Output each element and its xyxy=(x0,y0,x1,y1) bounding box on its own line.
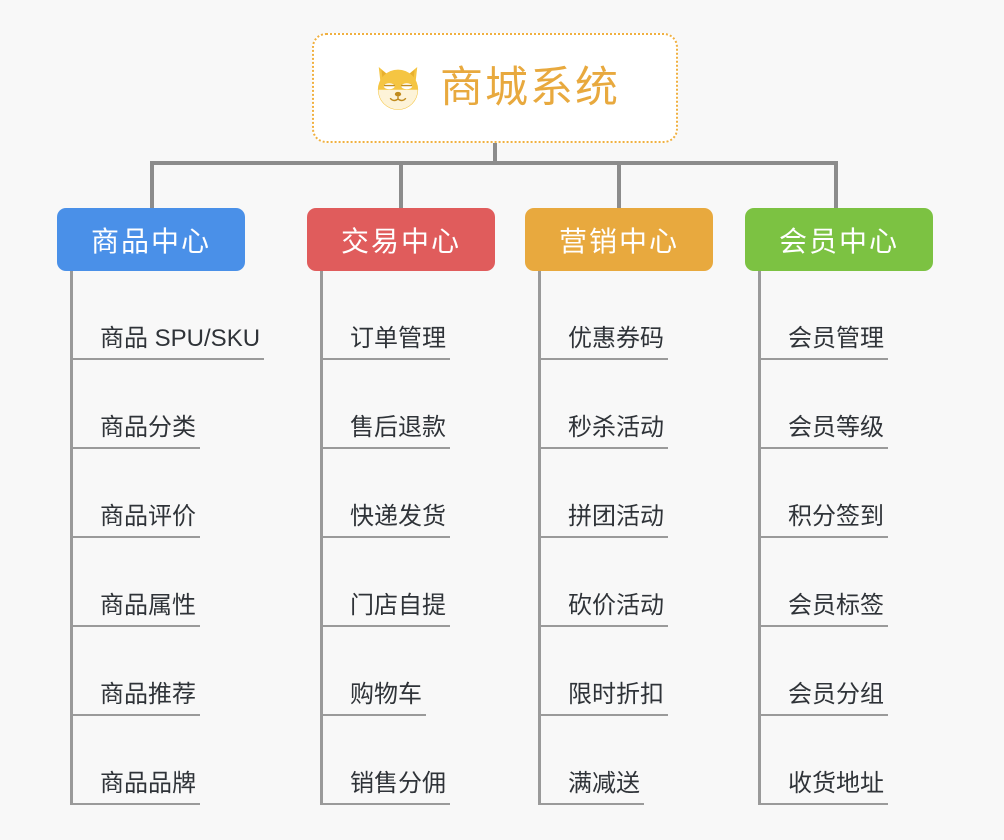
leaf-item-rule xyxy=(758,358,888,360)
leaf-item-label: 会员标签 xyxy=(788,592,884,620)
leaf-item[interactable]: 快递发货 xyxy=(307,449,495,538)
connector-drop-1 xyxy=(399,161,403,208)
leaf-item-rule xyxy=(538,536,668,538)
leaf-item[interactable]: 销售分佣 xyxy=(307,716,495,805)
branch-header-member[interactable]: 会员中心 xyxy=(745,208,933,271)
leaf-item-label: 商品 SPU/SKU xyxy=(100,325,261,353)
leaf-item[interactable]: 商品分类 xyxy=(57,360,245,449)
leaf-item[interactable]: 售后退款 xyxy=(307,360,495,449)
leaf-item[interactable]: 商品推荐 xyxy=(57,627,245,716)
leaf-item[interactable]: 购物车 xyxy=(307,627,495,716)
connector-drop-3 xyxy=(834,161,838,208)
leaf-item-rule xyxy=(758,803,888,805)
leaf-item[interactable]: 商品属性 xyxy=(57,538,245,627)
connector-drop-0 xyxy=(150,161,154,208)
leaf-item-label: 优惠券码 xyxy=(568,325,664,353)
leaf-item-rule xyxy=(758,536,888,538)
branch-trunk-line xyxy=(320,271,323,805)
leaf-item-label: 会员分组 xyxy=(788,681,884,709)
branch-body-marketing: 优惠券码秒杀活动拼团活动砍价活动限时折扣满减送 xyxy=(525,271,713,805)
branch-header-trade[interactable]: 交易中心 xyxy=(307,208,495,271)
leaf-item-label: 秒杀活动 xyxy=(568,414,664,442)
leaf-item-label: 商品分类 xyxy=(100,414,196,442)
leaf-item-rule xyxy=(538,358,668,360)
branch-header-product[interactable]: 商品中心 xyxy=(57,208,245,271)
branch-body-product: 商品 SPU/SKU 商品分类商品评价商品属性商品推荐商品品牌 xyxy=(57,271,264,805)
leaf-item-rule xyxy=(758,625,888,627)
leaf-item-rule xyxy=(320,714,426,716)
leaf-item-label: 销售分佣 xyxy=(350,770,446,798)
leaf-item-label: 收货地址 xyxy=(788,770,884,798)
leaf-item[interactable]: 商品 SPU/SKU xyxy=(57,271,264,360)
leaf-item-label: 订单管理 xyxy=(350,325,446,353)
leaf-item[interactable]: 会员等级 xyxy=(745,360,933,449)
branch-column-product: 商品中心 商品 SPU/SKU 商品分类商品评价商品属性商品推荐商品品牌 xyxy=(57,208,264,805)
leaf-item-rule xyxy=(320,536,450,538)
branch-body-member: 会员管理会员等级积分签到会员标签会员分组收货地址 xyxy=(745,271,933,805)
leaf-item-rule xyxy=(320,803,450,805)
leaf-item-rule xyxy=(320,358,450,360)
leaf-item-label: 会员管理 xyxy=(788,325,884,353)
leaf-item[interactable]: 门店自提 xyxy=(307,538,495,627)
leaf-item-label: 砍价活动 xyxy=(568,592,664,620)
leaf-item[interactable]: 会员管理 xyxy=(745,271,933,360)
branch-body-trade: 订单管理售后退款快递发货门店自提购物车销售分佣 xyxy=(307,271,495,805)
leaf-item[interactable]: 订单管理 xyxy=(307,271,495,360)
root-title: 商城系统 xyxy=(440,63,620,112)
leaf-item[interactable]: 积分签到 xyxy=(745,449,933,538)
leaf-item-label: 限时折扣 xyxy=(568,681,664,709)
leaf-item-rule xyxy=(70,714,200,716)
leaf-item[interactable]: 会员标签 xyxy=(745,538,933,627)
leaf-item[interactable]: 优惠券码 xyxy=(525,271,713,360)
leaf-item[interactable]: 会员分组 xyxy=(745,627,933,716)
branch-trunk-line xyxy=(70,271,73,805)
leaf-item-rule xyxy=(320,625,450,627)
branch-column-marketing: 营销中心 优惠券码秒杀活动拼团活动砍价活动限时折扣满减送 xyxy=(525,208,713,805)
leaf-item[interactable]: 商品评价 xyxy=(57,449,245,538)
leaf-item-rule xyxy=(758,714,888,716)
leaf-item-rule xyxy=(758,447,888,449)
leaf-item[interactable]: 商品品牌 xyxy=(57,716,245,805)
leaf-item[interactable]: 拼团活动 xyxy=(525,449,713,538)
leaf-item-label: 售后退款 xyxy=(350,414,446,442)
leaf-item-label: 商品推荐 xyxy=(100,681,196,709)
leaf-item-label: 门店自提 xyxy=(350,592,446,620)
leaf-item-rule xyxy=(538,803,644,805)
leaf-item[interactable]: 限时折扣 xyxy=(525,627,713,716)
leaf-item-label: 满减送 xyxy=(568,770,640,798)
leaf-item-rule xyxy=(70,358,264,360)
leaf-item[interactable]: 收货地址 xyxy=(745,716,933,805)
branch-header-marketing[interactable]: 营销中心 xyxy=(525,208,713,271)
leaf-item-label: 商品属性 xyxy=(100,592,196,620)
branch-column-trade: 交易中心 订单管理售后退款快递发货门店自提购物车销售分佣 xyxy=(307,208,495,805)
branch-trunk-line xyxy=(758,271,761,805)
branch-trunk-line xyxy=(538,271,541,805)
leaf-item-label: 拼团活动 xyxy=(568,503,664,531)
shiba-dog-face-icon xyxy=(377,67,419,110)
leaf-item-rule xyxy=(538,447,668,449)
leaf-item-label: 会员等级 xyxy=(788,414,884,442)
connector-root-stub xyxy=(493,143,497,165)
leaf-item-rule xyxy=(538,625,668,627)
leaf-item-rule xyxy=(70,447,200,449)
leaf-item-rule xyxy=(70,625,200,627)
leaf-item-label: 快递发货 xyxy=(350,503,446,531)
leaf-item[interactable]: 秒杀活动 xyxy=(525,360,713,449)
branch-column-member: 会员中心 会员管理会员等级积分签到会员标签会员分组收货地址 xyxy=(745,208,933,805)
leaf-item[interactable]: 满减送 xyxy=(525,716,713,805)
leaf-item-label: 购物车 xyxy=(350,681,422,709)
leaf-item-rule xyxy=(538,714,668,716)
leaf-item-rule xyxy=(70,536,200,538)
leaf-item-rule xyxy=(320,447,450,449)
connector-horizontal-bar xyxy=(150,161,838,165)
leaf-item-rule xyxy=(70,803,200,805)
leaf-item[interactable]: 砍价活动 xyxy=(525,538,713,627)
leaf-item-label: 商品品牌 xyxy=(100,770,196,798)
leaf-item-label: 商品评价 xyxy=(100,503,196,531)
leaf-item-label: 积分签到 xyxy=(788,503,884,531)
connector-drop-2 xyxy=(617,161,621,208)
root-node[interactable]: 商城系统 xyxy=(312,33,678,143)
